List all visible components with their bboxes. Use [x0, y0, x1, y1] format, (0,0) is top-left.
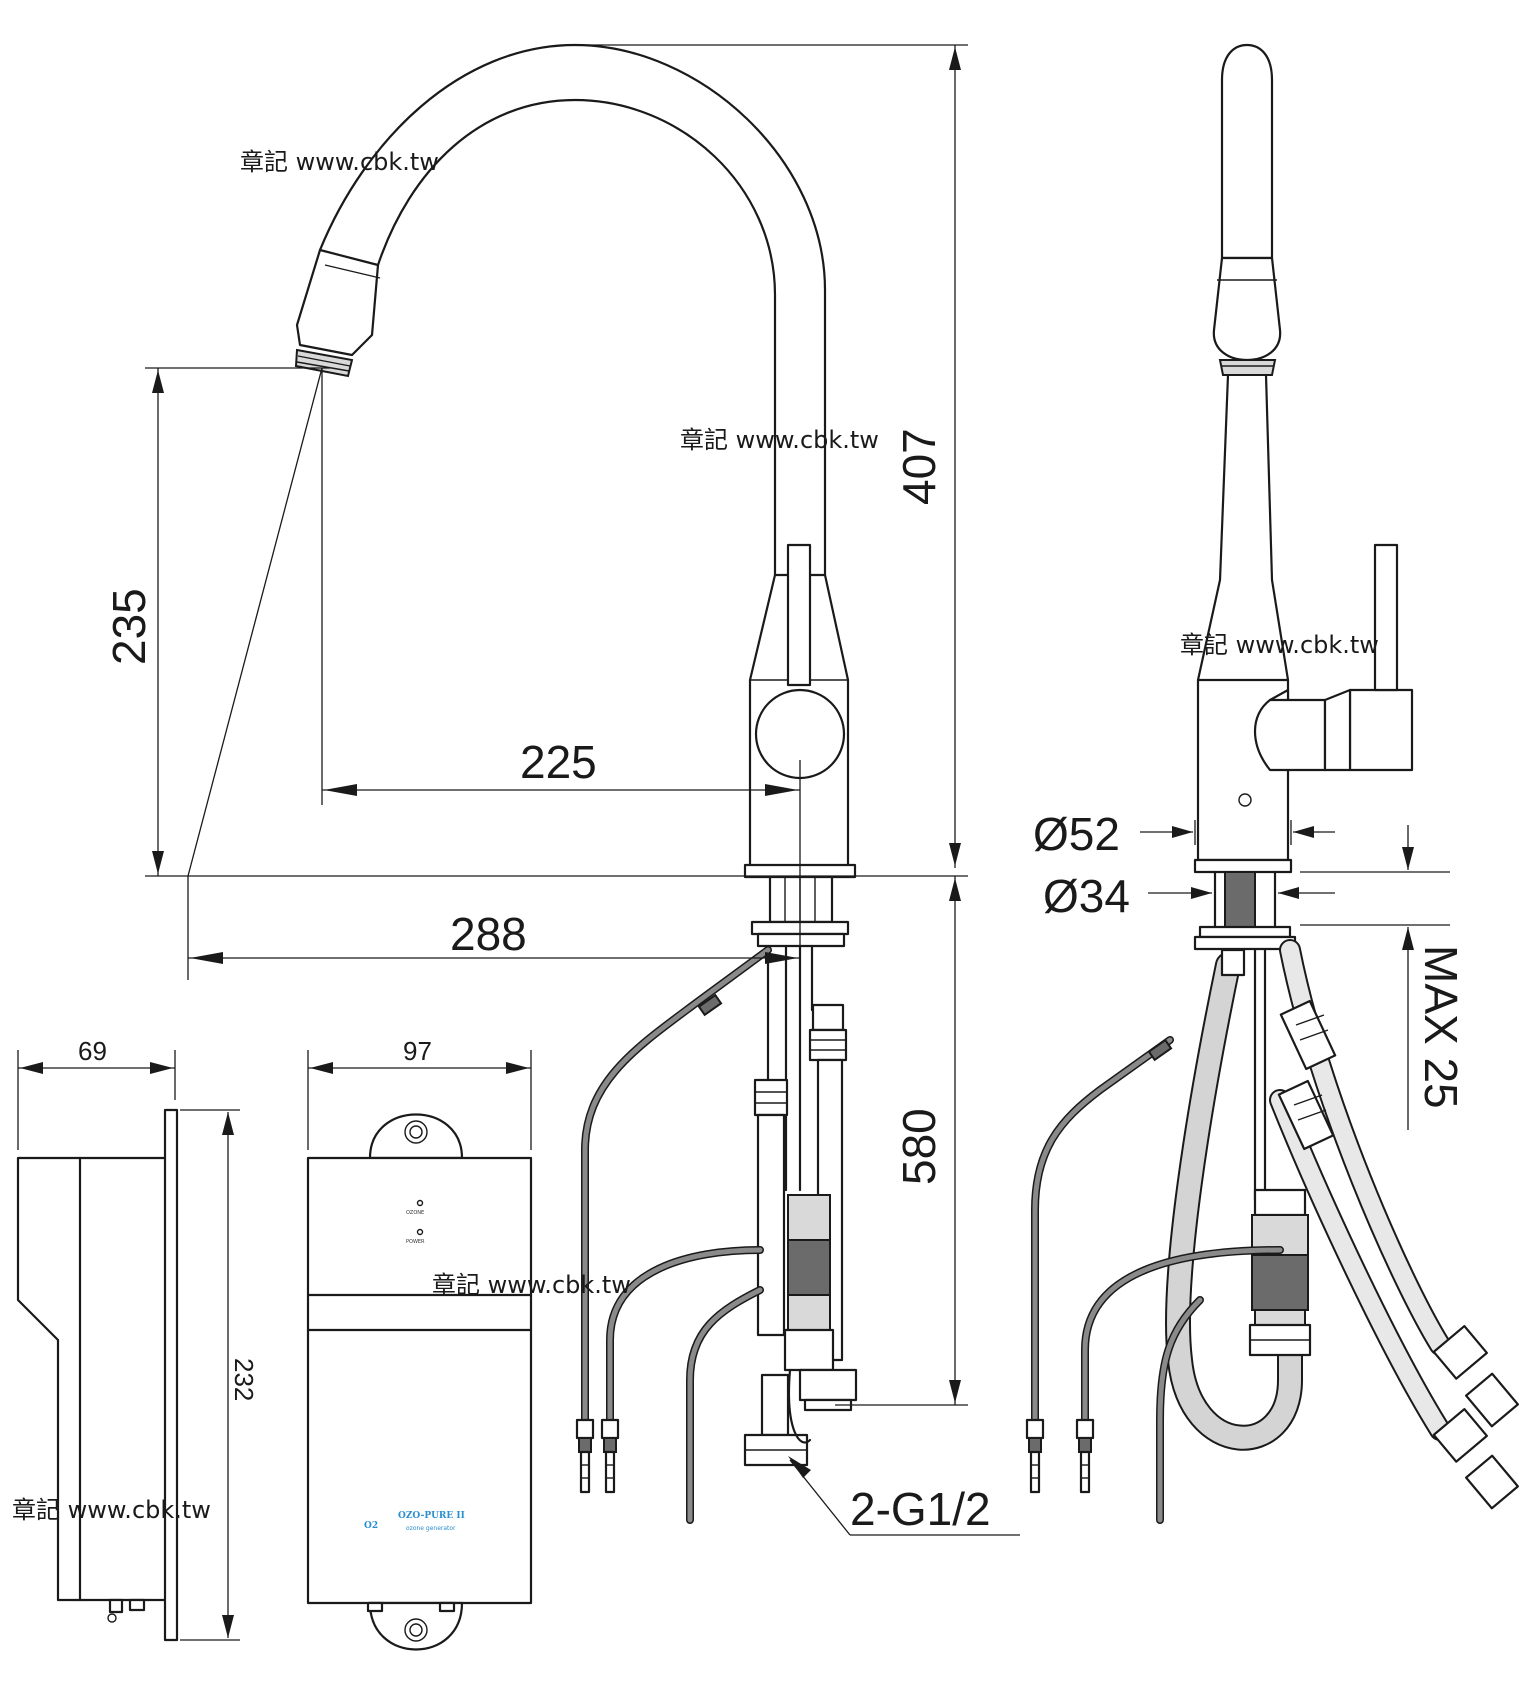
- dim-box-height: 232: [229, 1358, 259, 1401]
- side-dimensions: [1140, 820, 1450, 1130]
- side-view-faucet: [1025, 43, 1519, 1524]
- watermark-3: 章記 www.cbk.tw: [1180, 631, 1379, 659]
- dim-max-deck: MAX 25: [1415, 945, 1467, 1109]
- dim-overall-reach: 288: [450, 908, 527, 960]
- dim-spout-reach: 225: [520, 736, 597, 788]
- dim-spout-height: 235: [103, 588, 155, 665]
- ozone-box-labels: OZONE POWER O2 OZO-PURE II ozone generat…: [364, 1210, 465, 1532]
- dim-hole-diameter: Ø34: [1043, 870, 1130, 922]
- brand-logo-mark: O2: [364, 1521, 378, 1531]
- ozone-indicator-label: OZONE: [406, 1210, 424, 1216]
- dim-connection: 2-G1/2: [850, 1483, 991, 1535]
- watermark-4: 章記 www.cbk.tw: [432, 1271, 631, 1299]
- ozone-box-side: [16, 1050, 240, 1642]
- power-indicator-label: POWER: [406, 1239, 425, 1245]
- watermark-5: 章記 www.cbk.tw: [12, 1496, 211, 1524]
- dim-base-diameter: Ø52: [1033, 808, 1120, 860]
- brand-tagline: ozone generator: [406, 1525, 456, 1532]
- dim-total-height: 407: [893, 428, 945, 505]
- dimension-labels: 407 235 225 288 580 Ø52 Ø34 MAX 25 2-G1/…: [78, 428, 1467, 1535]
- dim-box-depth: 69: [78, 1036, 107, 1066]
- brand-name: OZO-PURE II: [398, 1511, 465, 1521]
- front-view-faucet: [294, 43, 858, 1524]
- watermark-2: 章記 www.cbk.tw: [680, 426, 879, 454]
- watermark-1: 章記 www.cbk.tw: [240, 148, 439, 176]
- front-dimensions: [145, 44, 1020, 1536]
- watermarks: 章記 www.cbk.tw 章記 www.cbk.tw 章記 www.cbk.t…: [12, 148, 1379, 1524]
- dim-hose-length: 580: [893, 1108, 945, 1185]
- ozone-box-front: [306, 1050, 533, 1651]
- dim-box-width: 97: [403, 1036, 432, 1066]
